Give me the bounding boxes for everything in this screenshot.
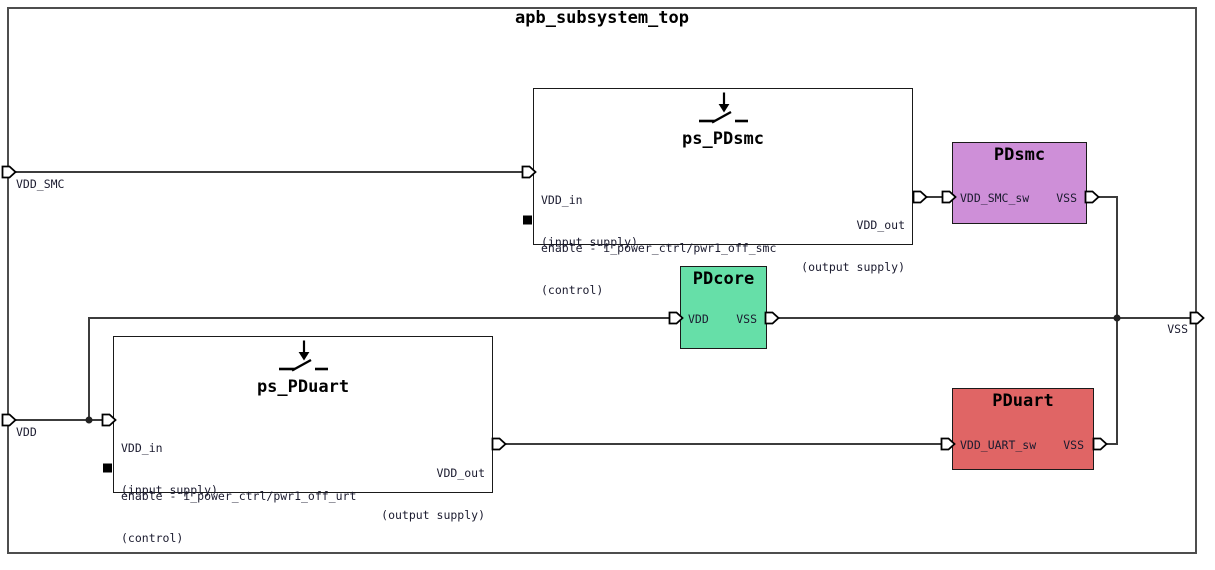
- pin-vss-label: VSS: [736, 312, 757, 326]
- pin-vdd-in: VDD_in (input supply): [121, 413, 218, 525]
- block-title-ps-pdsmc: ps_PDsmc: [682, 129, 764, 149]
- pin-vdd-in: VDD_in (input supply): [541, 165, 638, 277]
- pin-vss-label: VSS: [1056, 191, 1077, 205]
- pin-vdd-in-label: VDD_in: [121, 441, 163, 455]
- block-title-ps-pduart: ps_PDuart: [256, 377, 350, 397]
- pin-enable-sublabel: (control): [541, 283, 604, 297]
- pin-vdd-out-sublabel: (output supply): [381, 508, 485, 522]
- domain-title-pdcore: PDcore: [692, 269, 755, 289]
- pin-enable: enable - i_power_ctrl/pwr1_off_urt (cont…: [121, 461, 356, 570]
- pin-vdd-uart-sw-label: VDD_UART_sw: [960, 438, 1037, 452]
- pin-vdd-out: VDD_out (output supply): [801, 190, 905, 302]
- domain-title-pduart: PDuart: [992, 391, 1054, 411]
- boundary-port-label-vdd-smc: VDD_SMC: [16, 177, 65, 191]
- domain-title-pdsmc: PDsmc: [993, 145, 1046, 165]
- pin-enable-sublabel: (control): [121, 531, 184, 545]
- pin-vdd-in-sublabel: (input supply): [121, 483, 218, 497]
- power-domain-block-pdcore[interactable]: PDcore VDD VSS: [680, 266, 767, 349]
- pin-vdd-out-sublabel: (output supply): [801, 260, 905, 274]
- module-boundary: [7, 7, 1197, 554]
- boundary-port-label-vss: VSS: [1167, 322, 1188, 336]
- pin-enable-label: enable - i_power_ctrl/pwr1_off_urt: [121, 489, 357, 503]
- pin-vdd-out-label: VDD_out: [436, 466, 485, 480]
- pin-enable-label: enable - i_power_ctrl/pwr1_off_smc: [541, 241, 777, 255]
- pin-vdd-in-label: VDD_in: [541, 193, 583, 207]
- pin-enable: enable - i_power_ctrl/pwr1_off_smc (cont…: [541, 213, 776, 325]
- pin-vdd-out: VDD_out (output supply): [381, 438, 485, 550]
- power-switch-block-ps-pduart[interactable]: ps_PDuart VDD_in (input supply) enable -…: [113, 336, 493, 545]
- boundary-port-label-vdd: VDD: [16, 425, 37, 439]
- pin-vdd-out-label: VDD_out: [856, 218, 905, 232]
- power-switch-block-ps-pdsmc[interactable]: ps_PDsmc VDD_in (input supply) enable - …: [533, 88, 913, 297]
- power-domain-block-pdsmc[interactable]: PDsmc VDD_SMC_sw VSS: [952, 142, 1087, 224]
- pin-vss-label: VSS: [1063, 438, 1084, 452]
- power-domain-block-pduart[interactable]: PDuart VDD_UART_sw VSS: [952, 388, 1094, 470]
- pin-vdd-label: VDD: [688, 312, 709, 326]
- module-title: apb_subsystem_top: [515, 8, 689, 28]
- pin-vdd-smc-sw-label: VDD_SMC_sw: [960, 191, 1030, 205]
- pin-vdd-in-sublabel: (input supply): [541, 235, 638, 249]
